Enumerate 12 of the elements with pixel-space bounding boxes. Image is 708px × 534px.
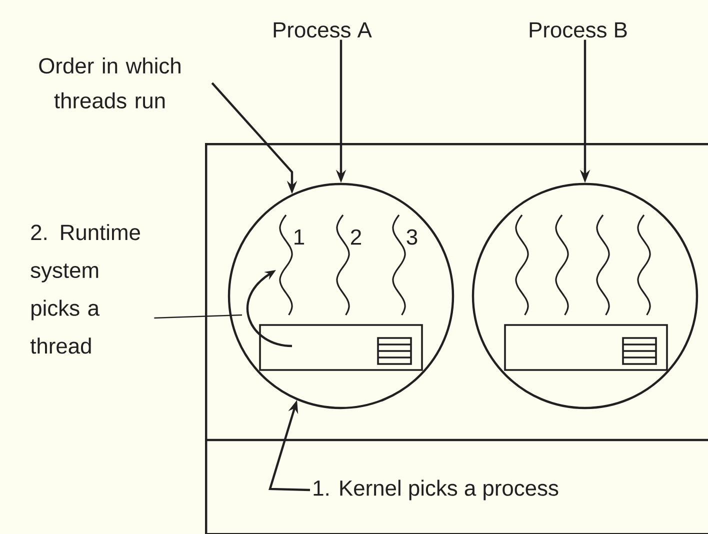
text-label: Process A [274,22,372,38]
process-circle [228,182,454,410]
step-label: 1. Kernel picks a process [314,480,558,500]
thread-number: 1 [294,229,304,245]
process-circle [472,182,698,410]
system-frame [205,143,708,534]
thread-number: 2 [351,229,361,245]
text-label: Order in which threads run [39,58,180,108]
leader-line [154,314,242,319]
thread-number: 3 [406,229,418,245]
step-label: 2. Runtime system picks a thread [30,224,140,354]
text-label: Process B [530,22,627,38]
